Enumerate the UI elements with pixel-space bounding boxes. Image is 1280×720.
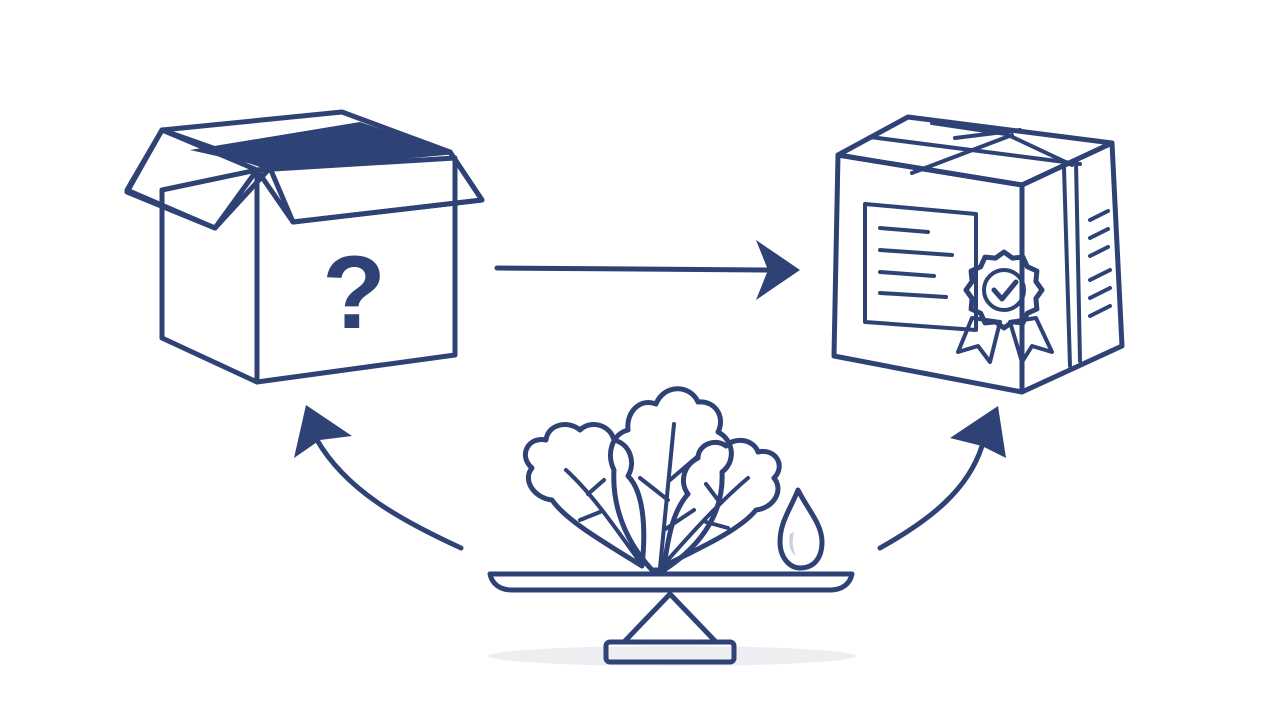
curved-arrow-left-icon <box>294 405 464 551</box>
water-drop-icon <box>777 487 825 571</box>
balance-scale-icon <box>487 386 856 666</box>
curved-arrow-right-icon <box>877 406 1006 551</box>
arrow-right-icon <box>494 240 800 300</box>
certification-badge-icon <box>956 249 1054 364</box>
sealed-box-certified-icon <box>831 114 1125 395</box>
badge-rosette <box>963 249 1045 331</box>
leafy-greens-icon <box>523 386 782 573</box>
question-mark: ? <box>322 235 386 351</box>
open-box-question-icon: ? <box>124 109 485 385</box>
